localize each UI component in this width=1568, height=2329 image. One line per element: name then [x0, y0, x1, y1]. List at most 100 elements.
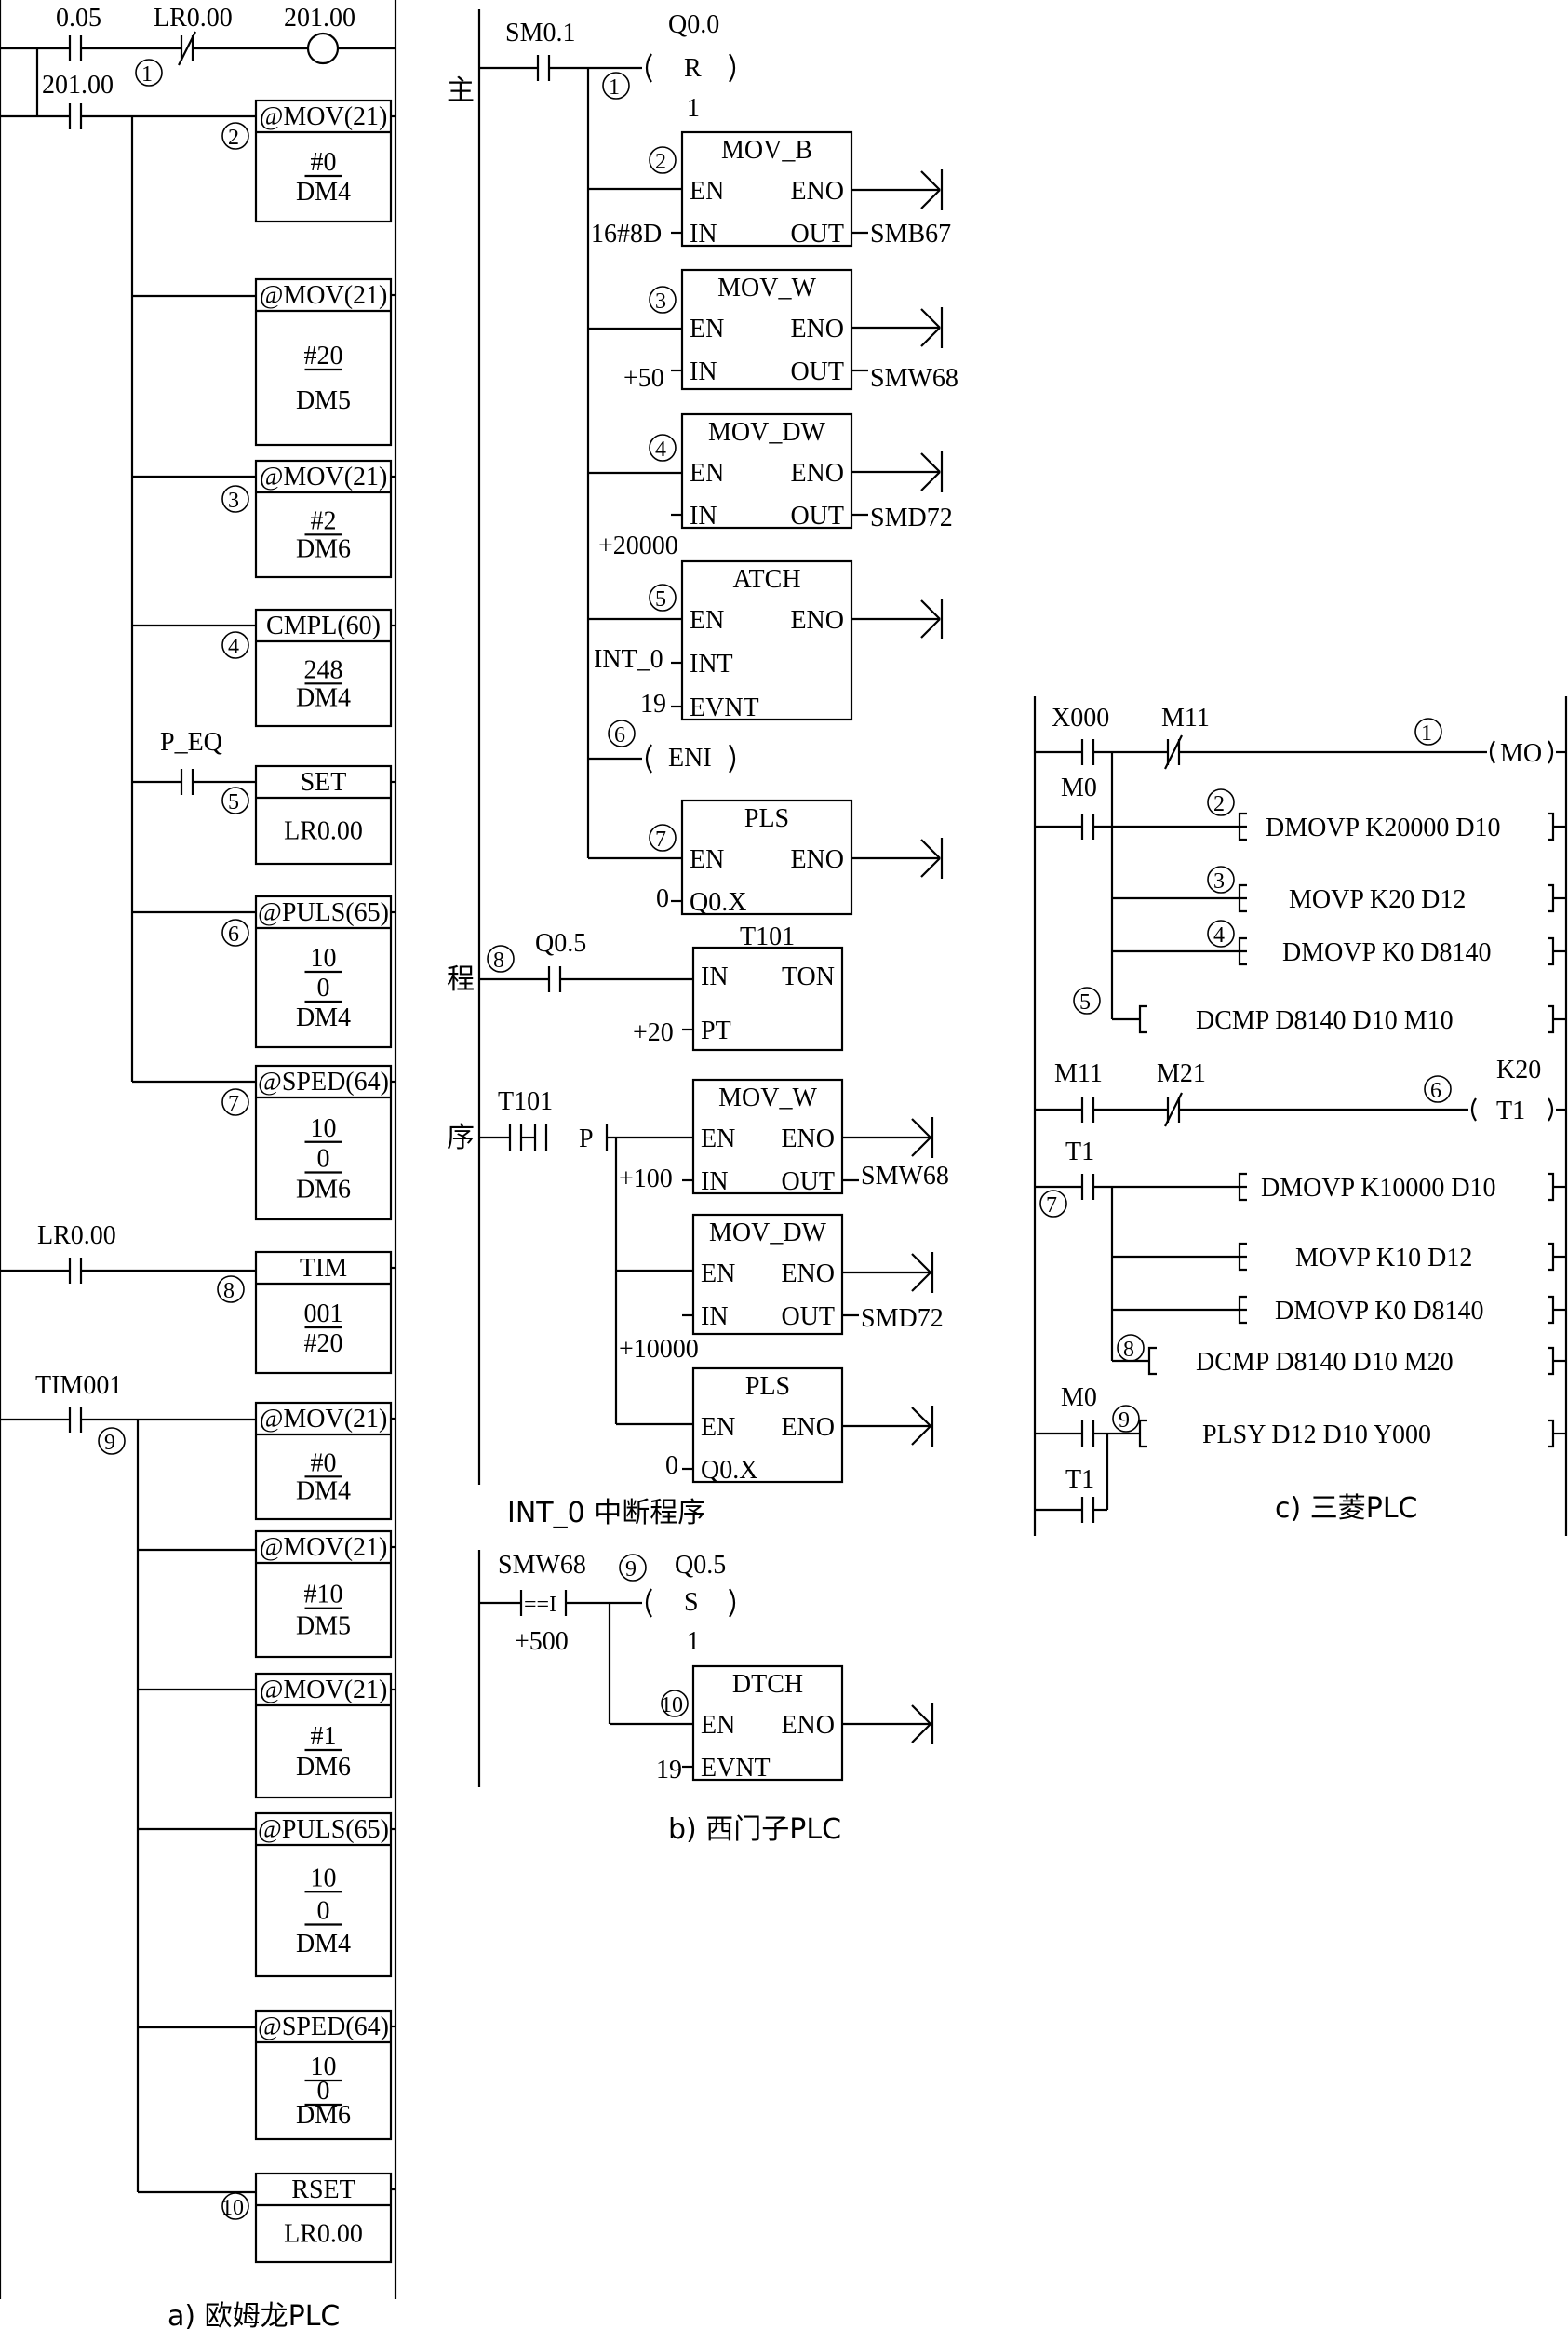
eni-coil: ENI — [668, 744, 712, 773]
siemens-block-title: ATCH — [732, 565, 800, 594]
timer-t101: T101 — [740, 922, 795, 951]
instr-8: DCMP D8140 D10 M20 — [1196, 1348, 1454, 1377]
siemens-pin-out: ENO — [781, 1413, 835, 1442]
siemens-pin-in: EN — [701, 1711, 735, 1740]
omron-box-operand: DM6 — [296, 1753, 351, 1782]
coil-mo: MO — [1500, 739, 1542, 768]
out-smb67: SMB67 — [870, 220, 951, 249]
omron-box-title: @PULS(65) — [258, 1815, 389, 1844]
siemens-pin-out: ENO — [790, 315, 844, 343]
in-plus-10000: +10000 — [619, 1335, 699, 1364]
omron-box-title: TIM — [300, 1254, 347, 1283]
omron-box-operand: #2 — [311, 506, 337, 535]
siemens-pin-in: EVNT — [701, 1754, 771, 1783]
mitsubishi-ladder: X000 M11 MO M0 M11 M21 K20 T1 T1 — [1033, 696, 1568, 1536]
siemens-block-title: PLS — [745, 1372, 790, 1401]
omron-box-operand: #0 — [311, 1448, 337, 1477]
contact-0-05: 0.05 — [56, 4, 101, 33]
contact-t101: T101 — [498, 1087, 553, 1116]
coil-r: R — [684, 54, 702, 83]
pls-in-0: 0 — [656, 884, 669, 913]
marker-4: 4 — [228, 635, 239, 659]
siemens-pin-out: OUT — [790, 502, 844, 531]
omron-box-operand: DM4 — [296, 684, 351, 713]
siemens-pin-in: EVNT — [690, 693, 759, 722]
omron-box-operand: #0 — [311, 148, 337, 177]
siemens-block-title: DTCH — [732, 1670, 803, 1699]
marker-7: 7 — [228, 1092, 239, 1116]
side-label-program: 程 — [447, 963, 475, 996]
siemens-pin-in: Q0.X — [701, 1456, 757, 1485]
siemens-pin-in: INT — [690, 650, 733, 679]
siemens-pin-in: IN — [690, 220, 717, 249]
contact-lr0-00-b: LR0.00 — [37, 1221, 116, 1250]
out-smd72: SMD72 — [870, 504, 953, 532]
coil-s: S — [684, 1588, 699, 1617]
siemens-pin-in: EN — [690, 845, 724, 874]
siemens-pin-in: EN — [701, 1124, 735, 1153]
siemens-pin-in: EN — [701, 1413, 735, 1442]
omron-instruction-boxes: @MOV(21)#0DM4@MOV(21)#20DM5@MOV(21)#2DM6… — [254, 99, 395, 2264]
compare-eq: ==I — [524, 1593, 556, 1617]
compare-smw68: SMW68 — [498, 1551, 586, 1580]
marker-2: 2 — [655, 150, 666, 174]
coil-s-count: 1 — [687, 1627, 700, 1656]
omron-box-operand: 0 — [317, 1897, 330, 1926]
marker-5: 5 — [1079, 990, 1091, 1015]
marker-3: 3 — [228, 489, 239, 513]
siemens-block-title: MOV_W — [717, 274, 816, 303]
omron-box-title: @MOV(21) — [260, 463, 388, 491]
marker-6: 6 — [1430, 1079, 1441, 1103]
omron-box-operand: #10 — [304, 1581, 343, 1609]
contact-m0-b: M0 — [1061, 1383, 1097, 1412]
siemens-block-10: DTCH EN EVNT ENO — [682, 1664, 934, 1783]
omron-box-8: TIM001#20 — [254, 1250, 395, 1375]
siemens-pin-out: ENO — [781, 1711, 835, 1740]
omron-box-operand: DM6 — [296, 535, 351, 564]
omron-box-title: SET — [301, 768, 347, 797]
omron-box-operand: DM6 — [296, 1175, 351, 1204]
omron-box-operand: DM6 — [296, 2101, 351, 2130]
siemens-pin-in: EN — [701, 1259, 735, 1288]
siemens-pin-in: EN — [690, 177, 724, 206]
omron-box-operand: DM4 — [296, 1930, 351, 1959]
siemens-pin-in: IN — [690, 502, 717, 531]
siemens-pin-in: Q0.X — [690, 888, 746, 917]
in-plus-50: +50 — [623, 364, 664, 393]
marker-2: 2 — [228, 126, 239, 150]
coil-q0-5: Q0.5 — [675, 1551, 726, 1580]
omron-box-title: @MOV(21) — [260, 1533, 388, 1562]
siemens-pin-in: EN — [690, 606, 724, 635]
siemens-pin-out: OUT — [781, 1302, 835, 1331]
omron-box-title: @MOV(21) — [260, 102, 388, 131]
siemens-pin-in: PT — [701, 1016, 731, 1045]
omron-box-operand: #1 — [311, 1722, 337, 1751]
siemens-block-title: MOV_DW — [709, 1218, 827, 1247]
atch-ev-19: 19 — [640, 690, 666, 719]
marker-6: 6 — [614, 723, 625, 747]
contact-q0-5: Q0.5 — [535, 929, 586, 958]
omron-box-operand: 10 — [311, 2053, 337, 2081]
omron-box-operand: 10 — [311, 1114, 337, 1143]
marker-10: 10 — [661, 1693, 683, 1717]
omron-box-operand: 10 — [311, 1864, 337, 1892]
omron-box-title: @SPED(64) — [258, 2013, 389, 2041]
timer-pt-20: +20 — [633, 1018, 674, 1047]
siemens-pin-in: EN — [690, 315, 724, 343]
omron-box-operand: 0 — [317, 2077, 330, 2106]
omron-box-title: @PULS(65) — [258, 898, 389, 927]
omron-box-title: RSET — [291, 2175, 355, 2204]
omron-box-operand: DM5 — [296, 386, 351, 415]
omron-box-operand: LR0.00 — [284, 2220, 363, 2249]
instr-7c: DMOVP K0 D8140 — [1275, 1297, 1484, 1326]
contact-x000: X000 — [1052, 704, 1109, 733]
siemens-pin-in: EN — [690, 459, 724, 488]
instr-7a: DMOVP K10000 D10 — [1261, 1174, 1496, 1203]
